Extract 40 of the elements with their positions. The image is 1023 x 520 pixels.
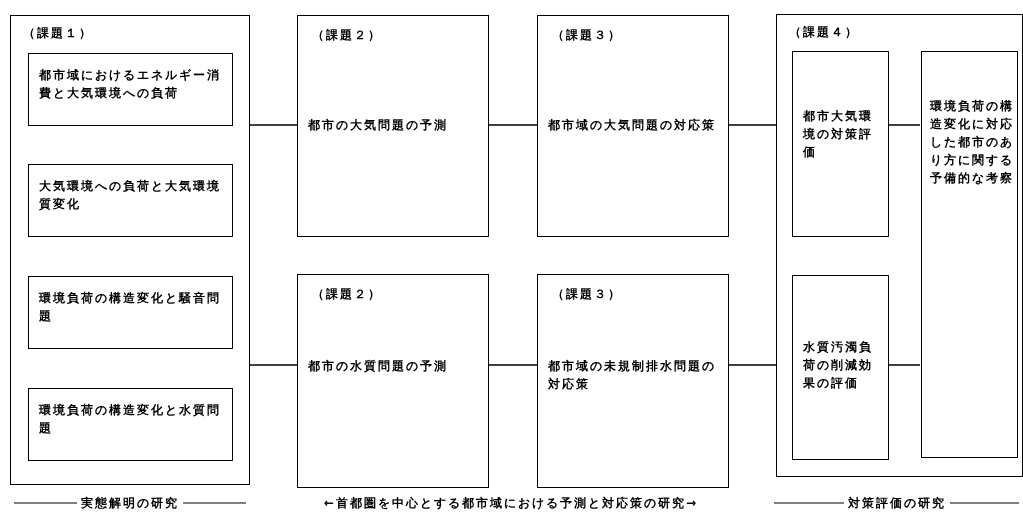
- group-box: [776, 14, 1023, 477]
- connector-line: [887, 364, 921, 366]
- process-box: [921, 51, 1018, 458]
- process-box: [28, 53, 233, 126]
- connector-line: [728, 124, 777, 126]
- box-text: 環境負荷の構造変化に対応した都市のあり方に関する予備的な考察: [930, 98, 1015, 187]
- box-text: 都市の水質問題の予測: [308, 358, 449, 375]
- section-caption: 実態解明の研究: [77, 495, 183, 512]
- process-box: [792, 51, 889, 237]
- process-box: [792, 275, 889, 460]
- box-text: 環境負荷の構造変化と騒音問題: [39, 290, 222, 325]
- section-heading: （課題２）: [312, 27, 383, 44]
- box-text: 環境負荷の構造変化と水質問題: [39, 402, 222, 437]
- box-text: 水質汚濁負荷の削減効果の評価: [803, 339, 874, 392]
- box-text: 都市大気環境の対策評価: [803, 108, 874, 161]
- connector-line: [249, 124, 298, 126]
- connector-line: [887, 124, 921, 126]
- process-box: [537, 15, 729, 237]
- group-box: [10, 15, 250, 485]
- section-heading: （課題３）: [552, 27, 623, 44]
- section-heading: （課題２）: [312, 286, 383, 303]
- box-text: 大気環境への負荷と大気環境質変化: [39, 178, 222, 213]
- section-caption: 対策評価の研究: [843, 495, 950, 512]
- connector-line: [728, 364, 777, 366]
- section-heading: （課題１）: [23, 25, 94, 42]
- process-box: [28, 388, 233, 461]
- process-box: [297, 274, 489, 488]
- connector-line: [249, 364, 298, 366]
- process-box: [28, 164, 233, 237]
- connector-line: [488, 124, 538, 126]
- box-text: 都市域の未規制排水問題の対応策: [548, 358, 717, 393]
- section-heading: （課題４）: [789, 24, 860, 41]
- connector-line: [488, 364, 538, 366]
- box-text: 都市の大気問題の予測: [308, 117, 449, 134]
- box-text: 都市域におけるエネルギー消費と大気環境への負荷: [39, 67, 222, 102]
- process-box: [297, 15, 489, 237]
- process-box: [537, 274, 729, 488]
- process-box: [28, 276, 233, 349]
- section-heading: （課題３）: [552, 286, 623, 303]
- box-text: 都市域の大気問題の対応策: [548, 117, 717, 134]
